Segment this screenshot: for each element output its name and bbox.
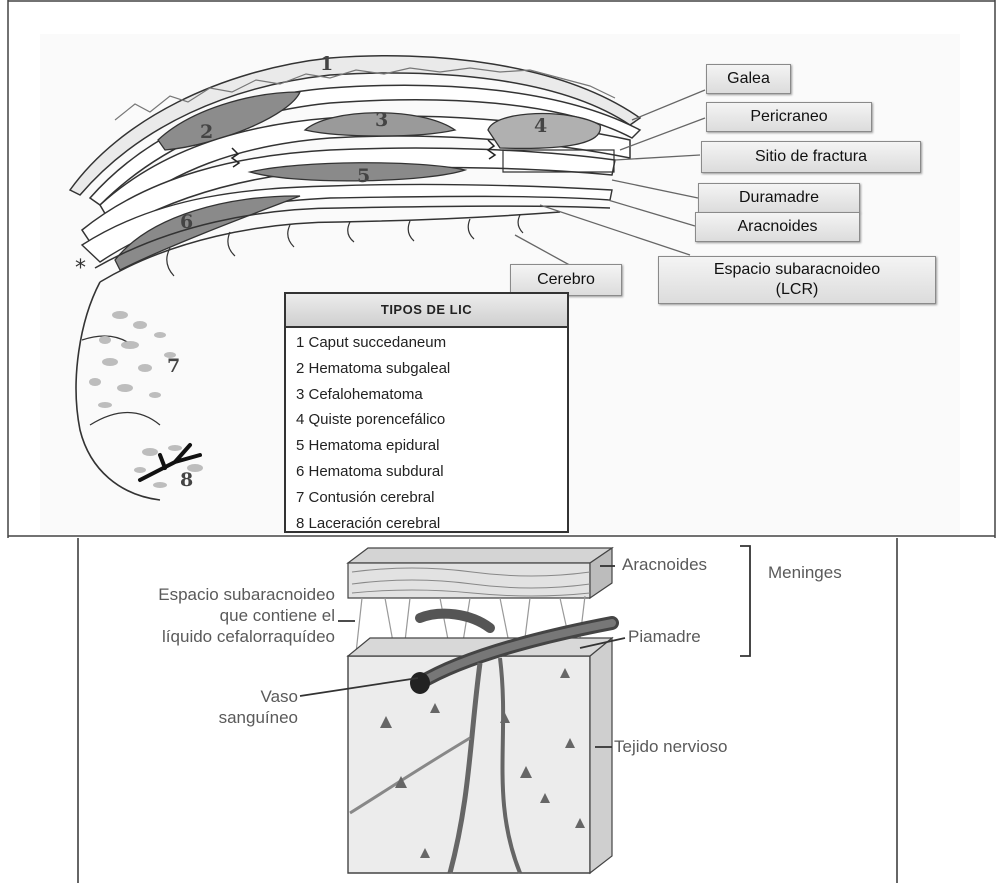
label-line: Vaso — [198, 686, 298, 707]
label-espacio-subaracnoideo: Espacio subaracnoideo (LCR) — [658, 256, 936, 304]
lic-item: 8 Laceración cerebral — [296, 511, 567, 537]
lic-item: 3 Cefalohematoma — [296, 382, 567, 408]
region-number-5: 5 — [357, 165, 370, 187]
lic-item: 2 Hematoma subgaleal — [296, 356, 567, 382]
meninges-diagram: Espacio subaracnoideo que contiene el lí… — [0, 538, 996, 883]
lic-table-title: TIPOS DE LIC — [286, 294, 567, 328]
label-line: sanguíneo — [198, 707, 298, 728]
region-number-1: 1 — [320, 53, 333, 75]
label-galea: Galea — [706, 64, 791, 94]
label-duramadre: Duramadre — [698, 183, 860, 213]
label-espacio-line1: Espacio subaracnoideo — [714, 260, 880, 280]
label-aracnoides: Aracnoides — [622, 554, 707, 575]
label-aracnoides: Aracnoides — [695, 212, 860, 242]
region-number-2: 2 — [200, 121, 213, 143]
label-line: que contiene el — [88, 605, 335, 626]
label-pericraneo: Pericraneo — [706, 102, 872, 132]
arachnoid-top — [348, 548, 612, 563]
label-vaso-sanguineo: Vaso sanguíneo — [198, 686, 298, 728]
label-piamadre: Piamadre — [628, 626, 701, 647]
lic-item: 6 Hematoma subdural — [296, 459, 567, 485]
lic-item: 4 Quiste porencefálico — [296, 407, 567, 433]
blood-vessel-back — [420, 614, 490, 628]
label-line: líquido cefalorraquídeo — [88, 626, 335, 647]
label-espacio-subaracnoideo-lcr: Espacio subaracnoideo que contiene el lí… — [88, 584, 335, 647]
lic-types-table: TIPOS DE LIC 1 Caput succedaneum 2 Hemat… — [284, 292, 569, 533]
cortex-side — [590, 638, 612, 873]
region-number-4: 4 — [534, 115, 547, 137]
label-tejido-nervioso: Tejido nervioso — [614, 736, 727, 757]
label-sitio-fractura: Sitio de fractura — [701, 141, 921, 173]
label-espacio-line2: (LCR) — [776, 280, 819, 300]
region-number-8: 8 — [180, 469, 193, 491]
label-meninges: Meninges — [768, 562, 842, 583]
label-line: Espacio subaracnoideo — [88, 584, 335, 605]
region-number-6: 6 — [180, 211, 193, 233]
region-number-7: 7 — [167, 355, 180, 377]
lic-table-list: 1 Caput succedaneum 2 Hematoma subgaleal… — [286, 328, 567, 536]
blood-vessel-lumen — [410, 672, 430, 694]
lic-item: 1 Caput succedaneum — [296, 330, 567, 356]
lic-item: 5 Hematoma epidural — [296, 433, 567, 459]
asterisk-mark: * — [75, 256, 86, 281]
lic-item: 7 Contusión cerebral — [296, 485, 567, 511]
region-number-3: 3 — [375, 109, 388, 131]
lic-diagram: 1 2 3 4 5 6 7 8 * Galea Pericraneo Sitio… — [0, 0, 996, 538]
